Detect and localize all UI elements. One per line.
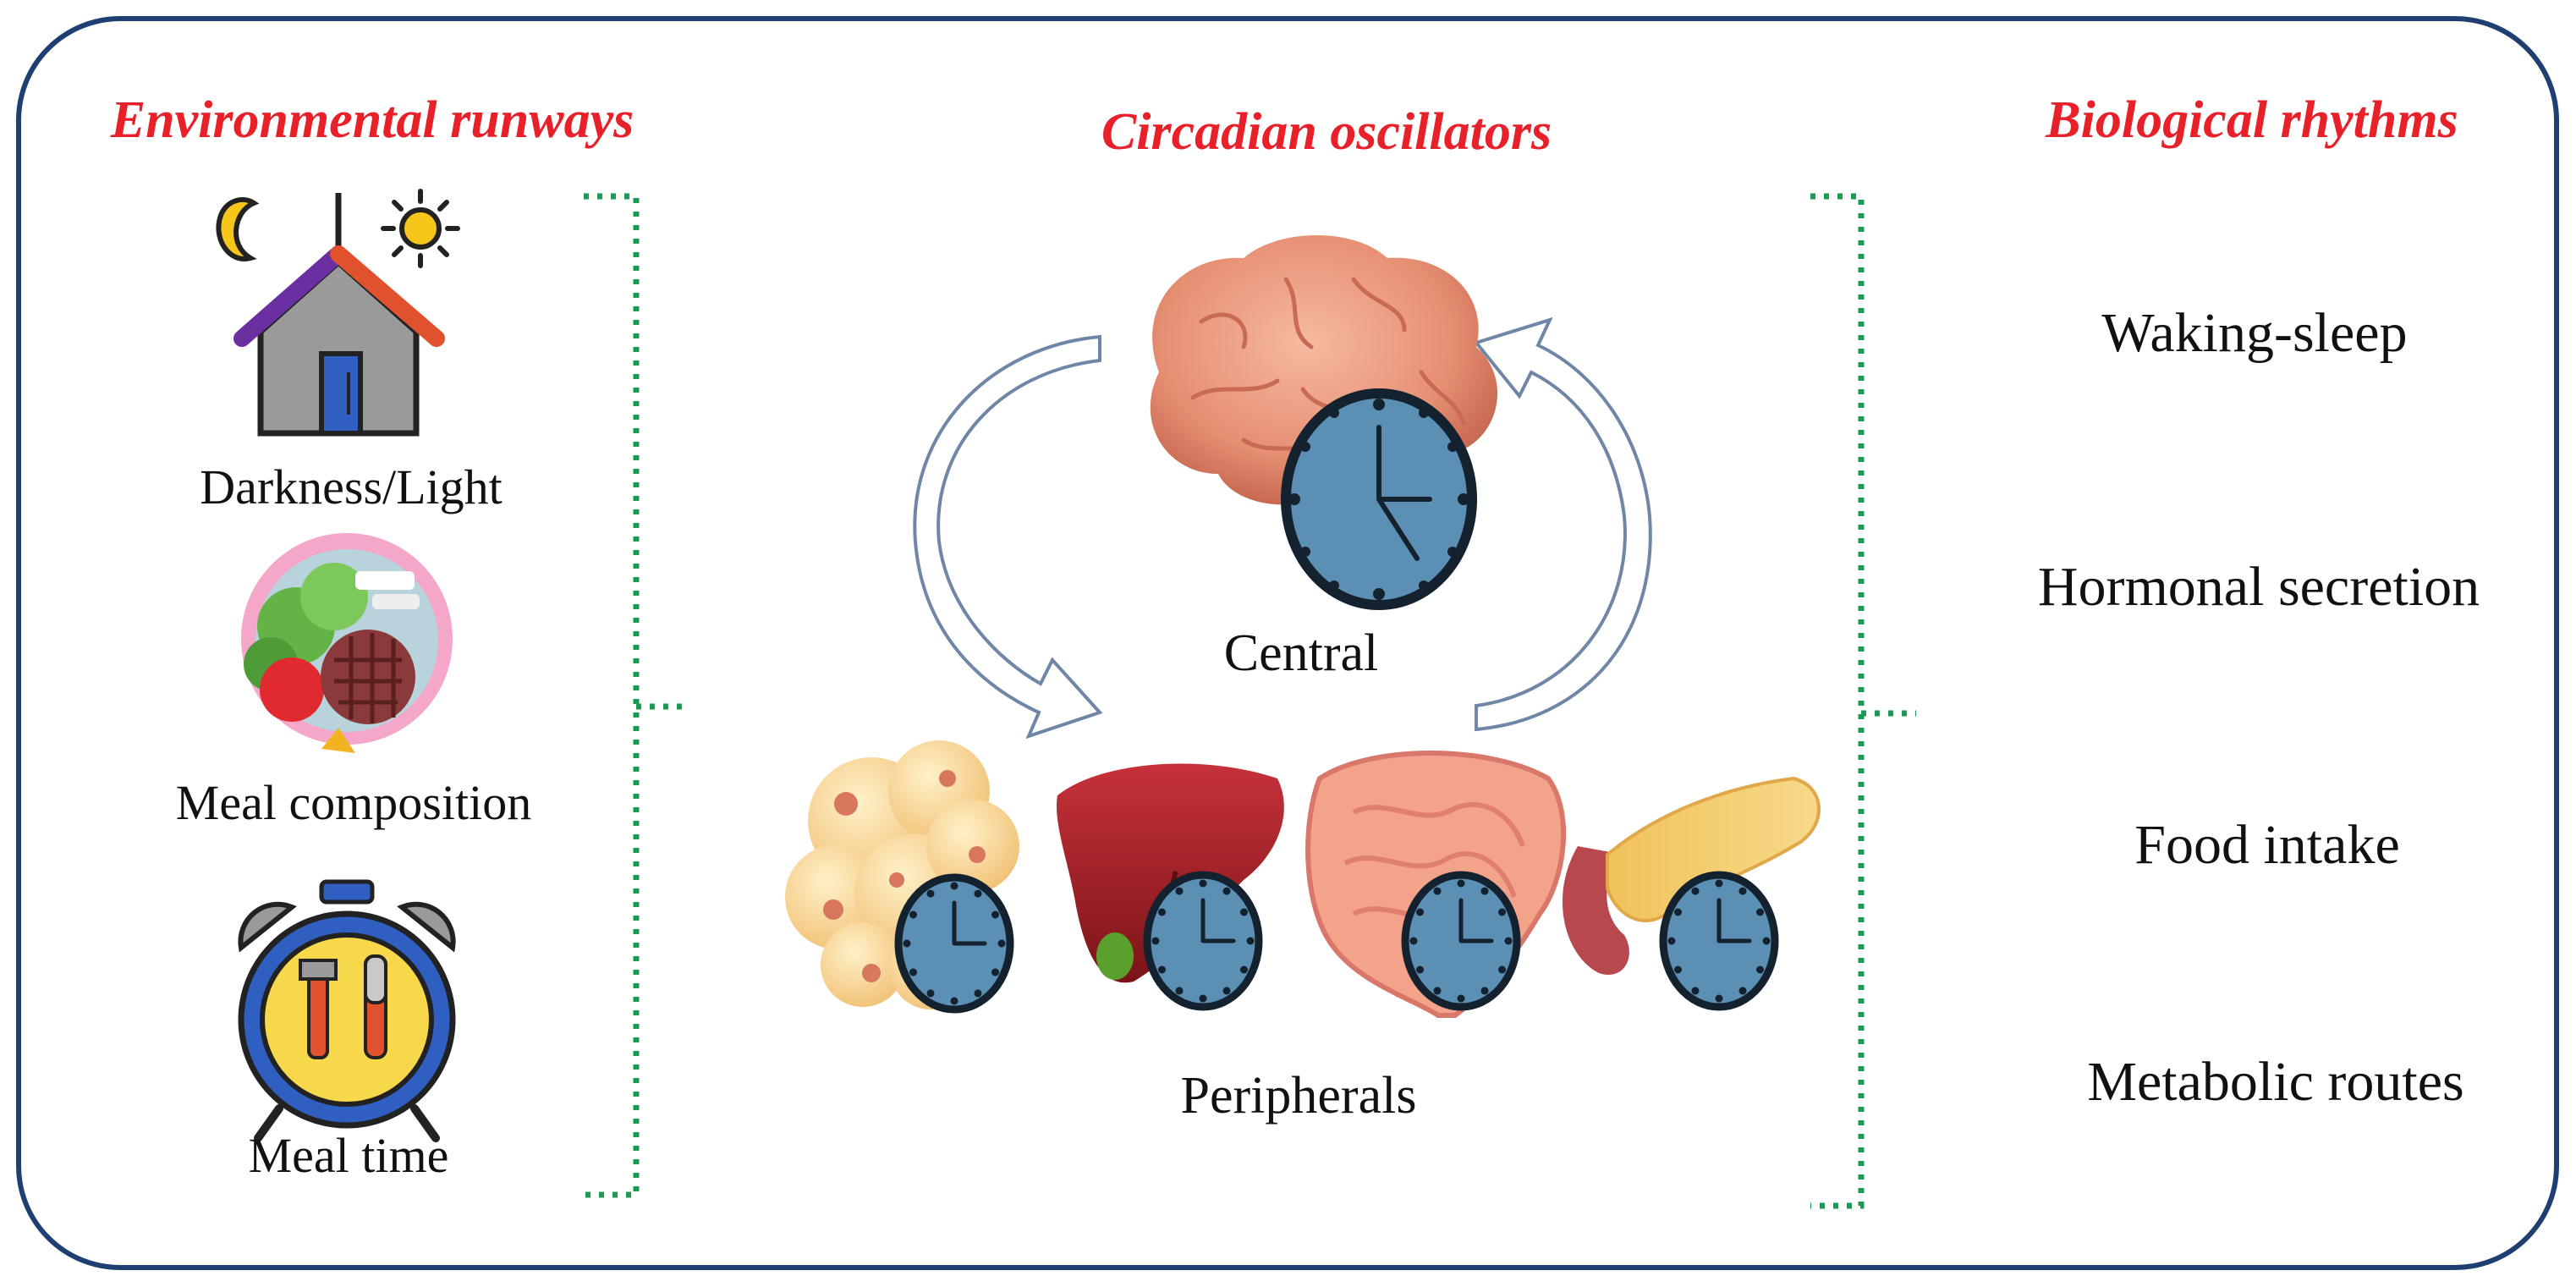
pancreas-icon — [1562, 776, 1821, 975]
rhythm-waking-sleep: Waking-sleep — [2101, 302, 2407, 364]
house-day-night-icon — [216, 189, 460, 437]
meal-plate-icon — [241, 533, 453, 753]
organ-clock-1 — [894, 873, 1014, 1014]
label-peripherals: Peripherals — [1181, 1067, 1417, 1125]
alarm-clock-cutlery-icon — [238, 879, 456, 1142]
rhythm-hormonal-secretion: Hormonal secretion — [2038, 556, 2480, 618]
label-central: Central — [1224, 624, 1379, 682]
heading-circadian-oscillators: Circadian oscillators — [1101, 103, 1552, 161]
cycle-arrow-right — [1473, 316, 1652, 732]
cycle-arrow-left — [913, 334, 1103, 740]
label-darkness-light: Darkness/Light — [200, 459, 503, 514]
heading-environmental-runways: Environmental runways — [110, 91, 634, 149]
organ-clock-4 — [1659, 871, 1779, 1011]
label-meal-composition: Meal composition — [176, 775, 531, 830]
clock-central — [1281, 388, 1477, 610]
right-bracket — [1810, 193, 1916, 1209]
outer-frame — [16, 16, 2559, 1270]
heading-biological-rhythms: Biological rhythms — [2045, 91, 2458, 149]
rhythm-food-intake: Food intake — [2134, 814, 2399, 876]
brain-clock-icon — [1150, 234, 1498, 610]
left-bracket — [584, 193, 689, 1198]
peripheral-clocks — [894, 871, 1779, 1014]
organ-clock-2 — [1143, 871, 1263, 1011]
organ-clock-3 — [1401, 871, 1521, 1011]
label-meal-time: Meal time — [249, 1128, 449, 1183]
rhythm-metabolic-routes: Metabolic routes — [2087, 1051, 2463, 1113]
